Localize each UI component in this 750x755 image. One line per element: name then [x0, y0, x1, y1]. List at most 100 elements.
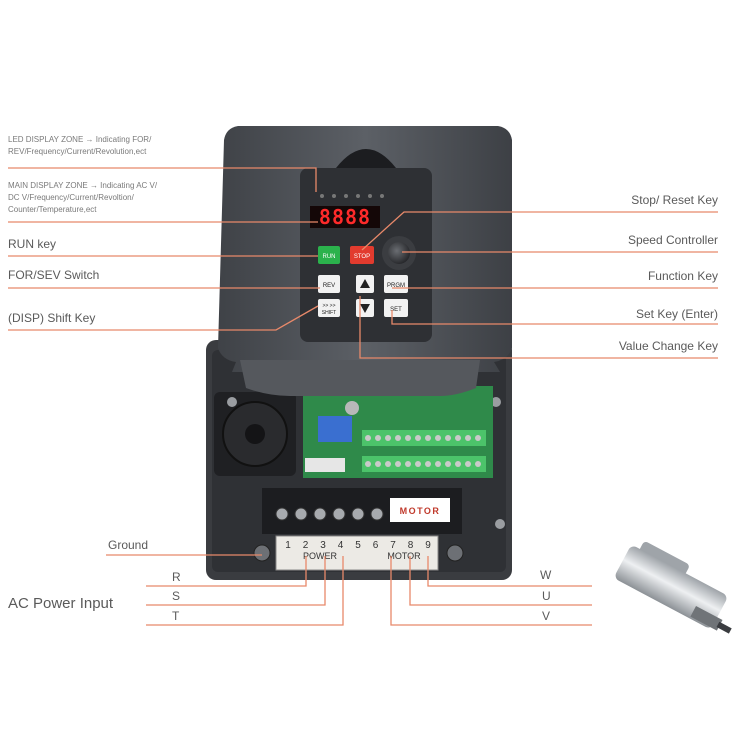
power-terminal-screw [332, 507, 346, 521]
label-ground: Ground [108, 538, 149, 552]
screw [227, 397, 237, 407]
terminal-power-label: POWER [303, 551, 338, 561]
label-function-key: Function Key [647, 269, 718, 283]
stop-key-label: STOP [354, 254, 370, 260]
status-led [356, 194, 360, 198]
pcb-terminal-screw [385, 461, 391, 467]
leader-phase-t [146, 556, 344, 626]
run-key[interactable] [318, 246, 340, 264]
terminal-number: 4 [338, 540, 344, 551]
leader-value-change [359, 296, 718, 359]
relay [318, 416, 352, 442]
motor-tag-label: MOTOR [400, 506, 441, 516]
pcb-terminal-screw [395, 435, 401, 441]
shift-key-label-bottom: SHIFT [322, 310, 336, 316]
pcb-terminal-screw [375, 461, 381, 467]
label-set-key: Set Key (Enter) [635, 307, 718, 321]
power-terminal-screw [313, 507, 327, 521]
pcb-terminal-screw [455, 435, 461, 441]
terminal-number: 7 [390, 540, 396, 551]
label-led-display-zone-line2: REV/Frequency/Current/Revolution,ect [8, 147, 147, 156]
label-phase-v: V [542, 609, 551, 623]
set-key[interactable] [384, 299, 408, 317]
control-pcb [303, 386, 493, 478]
leader-phase-r [146, 556, 307, 587]
rev-key[interactable] [318, 275, 340, 293]
terminal-strip-lower [362, 456, 486, 472]
screw [491, 397, 501, 407]
down-arrow-icon [360, 304, 370, 313]
pcb-terminal-screw [365, 461, 371, 467]
screw [446, 544, 464, 562]
pcb-terminal-screw [445, 461, 451, 467]
pcb-terminal-screw [425, 435, 431, 441]
pcb-terminal-screw [455, 461, 461, 467]
leader-lines [8, 167, 718, 626]
label-ac-power-input: AC Power Input [8, 595, 114, 612]
label-disp-shift-key: (DISP) Shift Key [8, 311, 96, 325]
prgm-key-label: PRGM [387, 283, 405, 289]
rev-key-label: REV [323, 283, 335, 289]
label-main-display-zone-line1: MAIN DISPLAY ZONE → Indicating AC V/ [8, 181, 158, 190]
pcb-terminal-screw [445, 435, 451, 441]
label-value-change-key: Value Change Key [618, 339, 718, 353]
label-phase-w: W [540, 568, 552, 582]
pcb-terminal-screw [415, 461, 421, 467]
terminal-number: 9 [425, 540, 431, 551]
label-stop-reset-key: Stop/ Reset Key [631, 193, 718, 207]
speed-controller-knob[interactable] [388, 242, 410, 264]
stop-key[interactable] [350, 246, 374, 264]
terminal-number: 5 [355, 540, 361, 551]
pcb-terminal-screw [425, 461, 431, 467]
pcb-terminal-screw [385, 435, 391, 441]
pcb-terminal-screw [405, 461, 411, 467]
terminal-number: 1 [285, 540, 291, 551]
pcb-terminal-screw [465, 461, 471, 467]
spindle-motor [615, 542, 732, 634]
terminal-label-plate [275, 535, 439, 571]
terminal-number: 2 [303, 540, 309, 551]
leader-phase-s [146, 556, 326, 606]
leader-stop-key [361, 211, 718, 251]
label-led-display-zone-line1: LED DISPLAY ZONE → Indicating FOR/ [8, 135, 152, 144]
up-arrow-icon [360, 279, 370, 288]
label-phase-u: U [542, 589, 551, 603]
label-phase-s: S [172, 589, 181, 603]
power-terminal-screw [351, 507, 365, 521]
run-key-label: RUN [323, 254, 336, 260]
power-terminal-screw [294, 507, 308, 521]
pcb-terminal-screw [395, 461, 401, 467]
label-for-sev-switch: FOR/SEV Switch [8, 268, 100, 282]
pcb-terminal-screw [405, 435, 411, 441]
power-terminal-screw [275, 507, 289, 521]
leader-phase-u [409, 556, 592, 606]
label-speed-controller: Speed Controller [627, 233, 718, 247]
terminal-motor-label: MOTOR [387, 551, 421, 561]
cooling-fan [214, 392, 296, 476]
pcb-label [305, 458, 345, 472]
main-display-digits: 8888 [319, 205, 371, 229]
main-display [310, 206, 380, 228]
power-terminal-screw [370, 507, 384, 521]
status-led [344, 194, 348, 198]
shift-key[interactable] [318, 299, 340, 317]
pcb-terminal-screw [435, 461, 441, 467]
terminal-number: 6 [373, 540, 379, 551]
leader-shift-key [8, 305, 319, 331]
label-main-display-zone-line3: Counter/Temperature,ect [8, 205, 97, 214]
leader-led-display [8, 167, 317, 192]
leader-set-key [391, 310, 718, 325]
label-phase-r: R [172, 570, 181, 584]
pcb-terminal-screw [375, 435, 381, 441]
motor-tag [390, 498, 450, 522]
ground-screw [253, 544, 271, 562]
leader-phase-v [390, 556, 592, 626]
pcb-terminal-screw [475, 461, 481, 467]
status-led [332, 194, 336, 198]
pcb-terminal-screw [475, 435, 481, 441]
label-phase-t: T [172, 609, 180, 623]
